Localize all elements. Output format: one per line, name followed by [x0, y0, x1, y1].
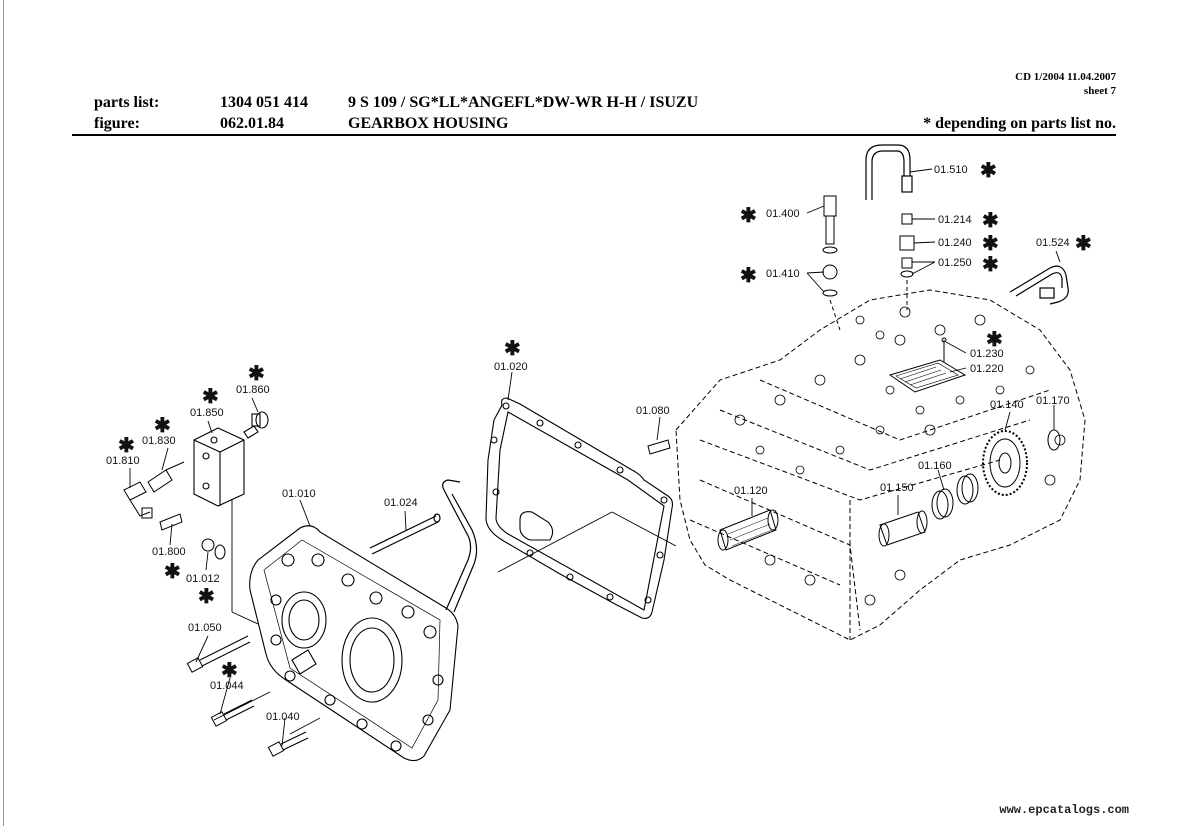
asterisk-marker: ✱: [740, 265, 757, 287]
callout-label: 01.044: [210, 680, 244, 692]
parts-list-description: 9 S 109 / SG*LL*ANGEFL*DW-WR H-H / ISUZU: [348, 94, 699, 111]
asterisk-marker: ✱: [986, 329, 1003, 351]
callout-label: 01.140: [990, 399, 1024, 411]
pin-part: [647, 439, 671, 455]
figure-title: GEARBOX HOUSING: [348, 115, 509, 132]
callout-label: 01.080: [636, 405, 670, 417]
gasket-drawing: [485, 397, 674, 619]
gearbox-housing-drawing: [675, 289, 1086, 641]
callout-label: 01.012: [186, 573, 220, 585]
callout-label: 01.024: [384, 497, 418, 509]
callout-label: 01.020: [494, 361, 528, 373]
figure-number: 062.01.84: [220, 115, 284, 132]
asterisk-marker: ✱: [118, 435, 135, 457]
asterisk-marker: ✱: [221, 660, 238, 682]
assembly-lines: [213, 500, 677, 735]
callout-label: 01.830: [142, 435, 176, 447]
catalog-version-block: CD 1/2004 11.04.2007 sheet 7: [1015, 70, 1116, 98]
callout-label: 01.050: [188, 622, 222, 634]
website-watermark: www.epcatalogs.com: [999, 803, 1129, 817]
callout-label: 01.230: [970, 348, 1004, 360]
asterisk-marker: ✱: [504, 338, 521, 360]
asterisk-marker: ✱: [154, 415, 171, 437]
breather-pipe-part: [865, 144, 913, 200]
asterisk-marker: ✱: [982, 210, 999, 232]
asterisk-markers: ✱ ✱ ✱ ✱ ✱ ✱ ✱ ✱ ✱ ✱ ✱ ✱ ✱ ✱ ✱ ✱: [118, 160, 1092, 682]
asterisk-marker: ✱: [1075, 233, 1092, 255]
callout-label: 01.040: [266, 711, 300, 723]
asterisk-marker: ✱: [202, 386, 219, 408]
callout-label: 01.400: [766, 208, 800, 220]
asterisk-marker: ✱: [248, 363, 265, 385]
callout-label: 01.810: [106, 455, 140, 467]
leader-lines: [129, 168, 1061, 747]
bracket-part: [1009, 265, 1069, 305]
page-frame-edge: [3, 0, 4, 826]
callout-labels: 01.510 01.400 01.214 01.240 01.250 01.52…: [106, 164, 1070, 723]
asterisk-marker: ✱: [982, 254, 999, 276]
callout-label: 01.250: [938, 257, 972, 269]
callout-label: 01.510: [934, 164, 968, 176]
bolt-parts: [186, 635, 309, 757]
callout-label: 01.170: [1036, 395, 1070, 407]
cover-plate-part: [888, 337, 967, 393]
parts-list-label: parts list:: [94, 94, 160, 111]
parts-list-number: 1304 051 414: [220, 94, 308, 111]
sheet-number: sheet 7: [1083, 85, 1116, 97]
callout-label: 01.850: [190, 407, 224, 419]
sleeve-part: [878, 510, 928, 547]
asterisk-note: * depending on parts list no.: [923, 115, 1116, 132]
callout-label: 01.410: [766, 268, 800, 280]
callout-label: 01.010: [282, 488, 316, 500]
oil-filter-part: [717, 509, 779, 551]
callout-label: 01.524: [1036, 237, 1070, 249]
asterisk-marker: ✱: [980, 160, 997, 182]
callout-label: 01.220: [970, 363, 1004, 375]
asterisk-marker: ✱: [164, 561, 181, 583]
callout-label: 01.120: [734, 485, 768, 497]
figure-label: figure:: [94, 115, 140, 132]
asterisk-marker: ✱: [198, 586, 215, 608]
solenoid-valve-part: [193, 411, 269, 507]
breather-fittings-part: [899, 213, 915, 310]
oil-pipe-part: [369, 479, 478, 613]
gearbox-housing-details: [734, 306, 1066, 606]
gear-part: [982, 430, 1028, 496]
asterisk-marker: ✱: [982, 233, 999, 255]
cd-version-line: CD 1/2004 11.04.2007: [1015, 71, 1116, 83]
callout-label: 01.800: [152, 546, 186, 558]
callout-label: 01.160: [918, 460, 952, 472]
sensor-switch-part: [822, 195, 841, 331]
callout-label: 01.240: [938, 237, 972, 249]
callout-label: 01.150: [880, 482, 914, 494]
callout-label: 01.860: [236, 384, 270, 396]
front-cover-drawing: [249, 525, 459, 762]
circlip-part: [1047, 429, 1061, 451]
asterisk-marker: ✱: [740, 205, 757, 227]
header-rule: [72, 134, 1116, 136]
bearing-part: [931, 473, 979, 520]
fitting-connector-part: [123, 461, 226, 560]
callout-label: 01.214: [938, 214, 972, 226]
